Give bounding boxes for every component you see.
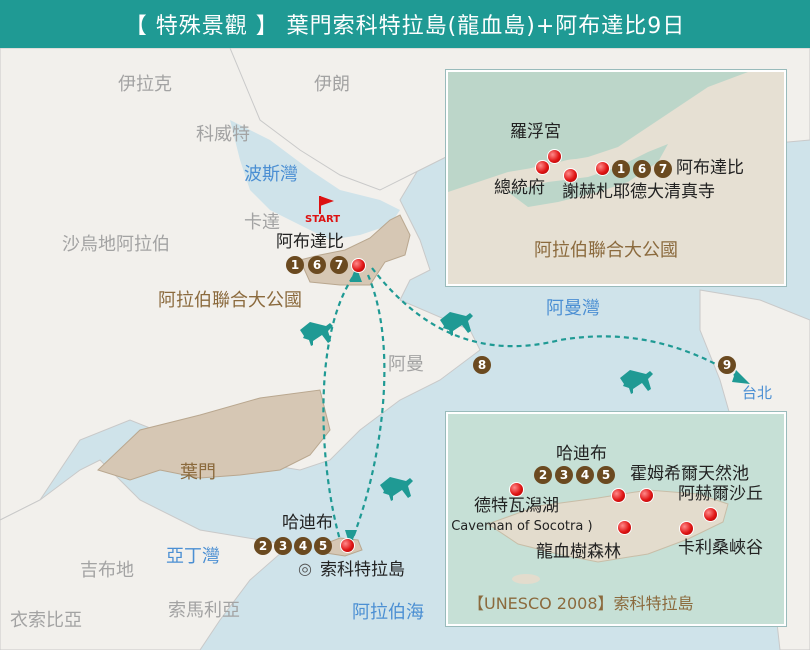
label-djibouti: 吉布地 [80, 560, 134, 581]
yemen-region [97, 389, 331, 481]
inset-place: 卡利桑峽谷 [678, 538, 763, 558]
start-label: START [305, 214, 341, 225]
day-badge: 7 [654, 160, 672, 178]
label-saudi: 沙烏地阿拉伯 [62, 234, 170, 255]
day-badge: 4 [294, 537, 312, 555]
inset-place: 阿布達比 [676, 158, 744, 178]
inset-uae-map: 羅浮宮 總統府 謝赫札耶德大清真寺 1 6 7 阿布達比 阿拉伯聯合大公國 [446, 70, 786, 286]
label-taipei: 台北 [742, 384, 773, 402]
inset-place: 霍姆希爾天然池 [630, 464, 749, 484]
label-uae: 阿拉伯聯合大公國 [158, 290, 302, 311]
inset-place: 謝赫札耶德大清真寺 [562, 182, 715, 202]
arrow-taipei [732, 370, 750, 384]
label-arabian-sea: 阿拉伯海 [352, 602, 424, 623]
pin-hadibu [341, 539, 354, 552]
day-badge: 2 [254, 537, 272, 555]
abudhabi-name: 阿布達比 [276, 232, 344, 252]
unesco-badge: 【UNESCO 2008】索科特拉島 [468, 594, 694, 613]
pin [564, 169, 577, 182]
day-badge: 2 [534, 466, 552, 484]
label-ethiopia: 衣索比亞 [10, 610, 82, 631]
day-badge: 1 [612, 160, 630, 178]
inset-socotra-terrain [448, 414, 784, 624]
label-persian-gulf: 波斯灣 [244, 164, 298, 185]
persian-gulf [230, 120, 400, 240]
pin [548, 150, 561, 163]
label-kuwait: 科威特 [196, 124, 250, 145]
day-badge: 1 [286, 256, 304, 274]
pin [680, 522, 693, 535]
pin [510, 483, 523, 496]
pin [536, 161, 549, 174]
inset-place: 阿赫爾沙丘 [678, 484, 763, 504]
label-somalia: 索馬利亞 [168, 600, 240, 621]
pin [612, 489, 625, 502]
inset-place: 德特瓦潟湖 [474, 496, 559, 516]
socotra-name: 索科特拉島 [320, 560, 405, 580]
inset-place: 羅浮宮 [510, 122, 561, 142]
pin [618, 521, 631, 534]
pin [640, 489, 653, 502]
label-iran: 伊朗 [314, 74, 350, 95]
arrow-abudhabi [350, 266, 362, 282]
inset-hadibu: 哈迪布 [556, 444, 607, 464]
day-badge: 3 [555, 466, 573, 484]
page-title: 【 特殊景觀 】 葉門索科特拉島(龍血島)+阿布達比9日 [124, 14, 686, 39]
plane-icon [300, 312, 653, 501]
inset-place: 龍血樹森林 [536, 542, 621, 562]
day-badge: 5 [597, 466, 615, 484]
arrow-socotra [345, 530, 357, 546]
hadibu-name: 哈迪布 [282, 513, 333, 533]
route-abudhabi-socotra-2 [350, 274, 386, 541]
label-yemen: 葉門 [180, 462, 216, 483]
inset-place-sub: ( Caveman of Socotra ) [446, 519, 593, 534]
pin [704, 508, 717, 521]
label-iraq: 伊拉克 [118, 74, 172, 95]
day-badge: 8 [473, 356, 491, 374]
page-header: 【 特殊景觀 】 葉門索科特拉島(龍血島)+阿布達比9日 [0, 0, 810, 48]
unesco-icon: ◎ [298, 559, 312, 578]
label-qatar: 卡達 [244, 212, 280, 233]
day-badge: 3 [274, 537, 292, 555]
day-badge: 7 [330, 256, 348, 274]
route-abudhabi-socotra-1 [322, 269, 359, 541]
start-flag-icon [319, 196, 334, 214]
route-to-taipei [371, 267, 741, 379]
day-badge: 5 [314, 537, 332, 555]
day-badge: 6 [633, 160, 651, 178]
day-badge: 9 [718, 356, 736, 374]
day-badge: 4 [576, 466, 594, 484]
pin-abudhabi [352, 259, 365, 272]
label-gulf-of-oman: 阿曼灣 [546, 298, 600, 319]
inset-place: 總統府 [494, 178, 545, 198]
label-gulf-of-aden: 亞丁灣 [166, 546, 220, 567]
pin [596, 162, 609, 175]
inset-uae-terrain [448, 72, 784, 284]
label-oman: 阿曼 [388, 354, 424, 375]
uae-region [299, 214, 411, 286]
day-badge: 6 [308, 256, 326, 274]
inset-socotra-map: 哈迪布 2 3 4 5 霍姆希爾天然池 阿赫爾沙丘 德特瓦潟湖 ( Cavema… [446, 412, 786, 626]
inset-country-label: 阿拉伯聯合大公國 [534, 240, 678, 261]
